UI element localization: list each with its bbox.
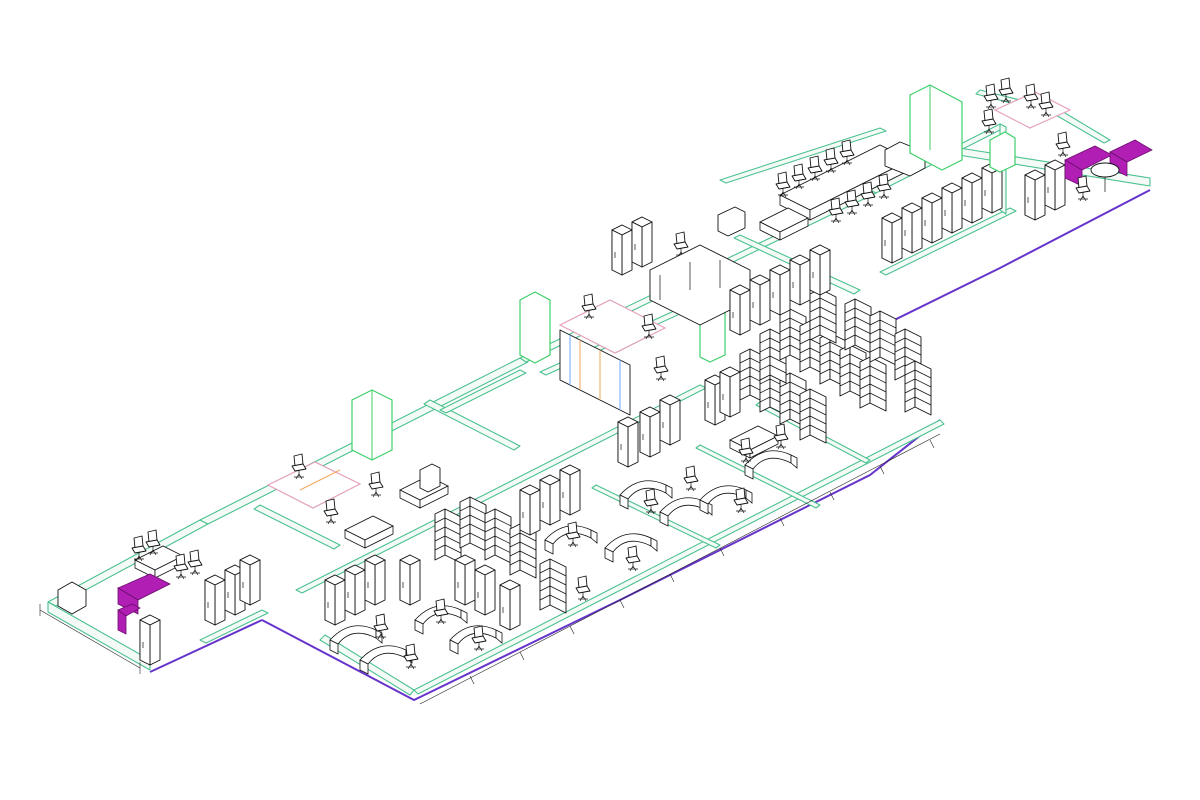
dimension-line-left — [39, 604, 141, 674]
meeting-area-west — [266, 389, 449, 549]
glass-cabinet-icon — [351, 389, 393, 461]
northeast-lounge — [909, 77, 1153, 221]
left-office — [57, 529, 261, 666]
dimension-line-bottom — [419, 433, 941, 705]
north-office — [611, 206, 831, 336]
center-meeting-room — [519, 291, 726, 416]
magenta-sofa — [117, 573, 171, 635]
colored-cabinet-row — [559, 329, 631, 416]
